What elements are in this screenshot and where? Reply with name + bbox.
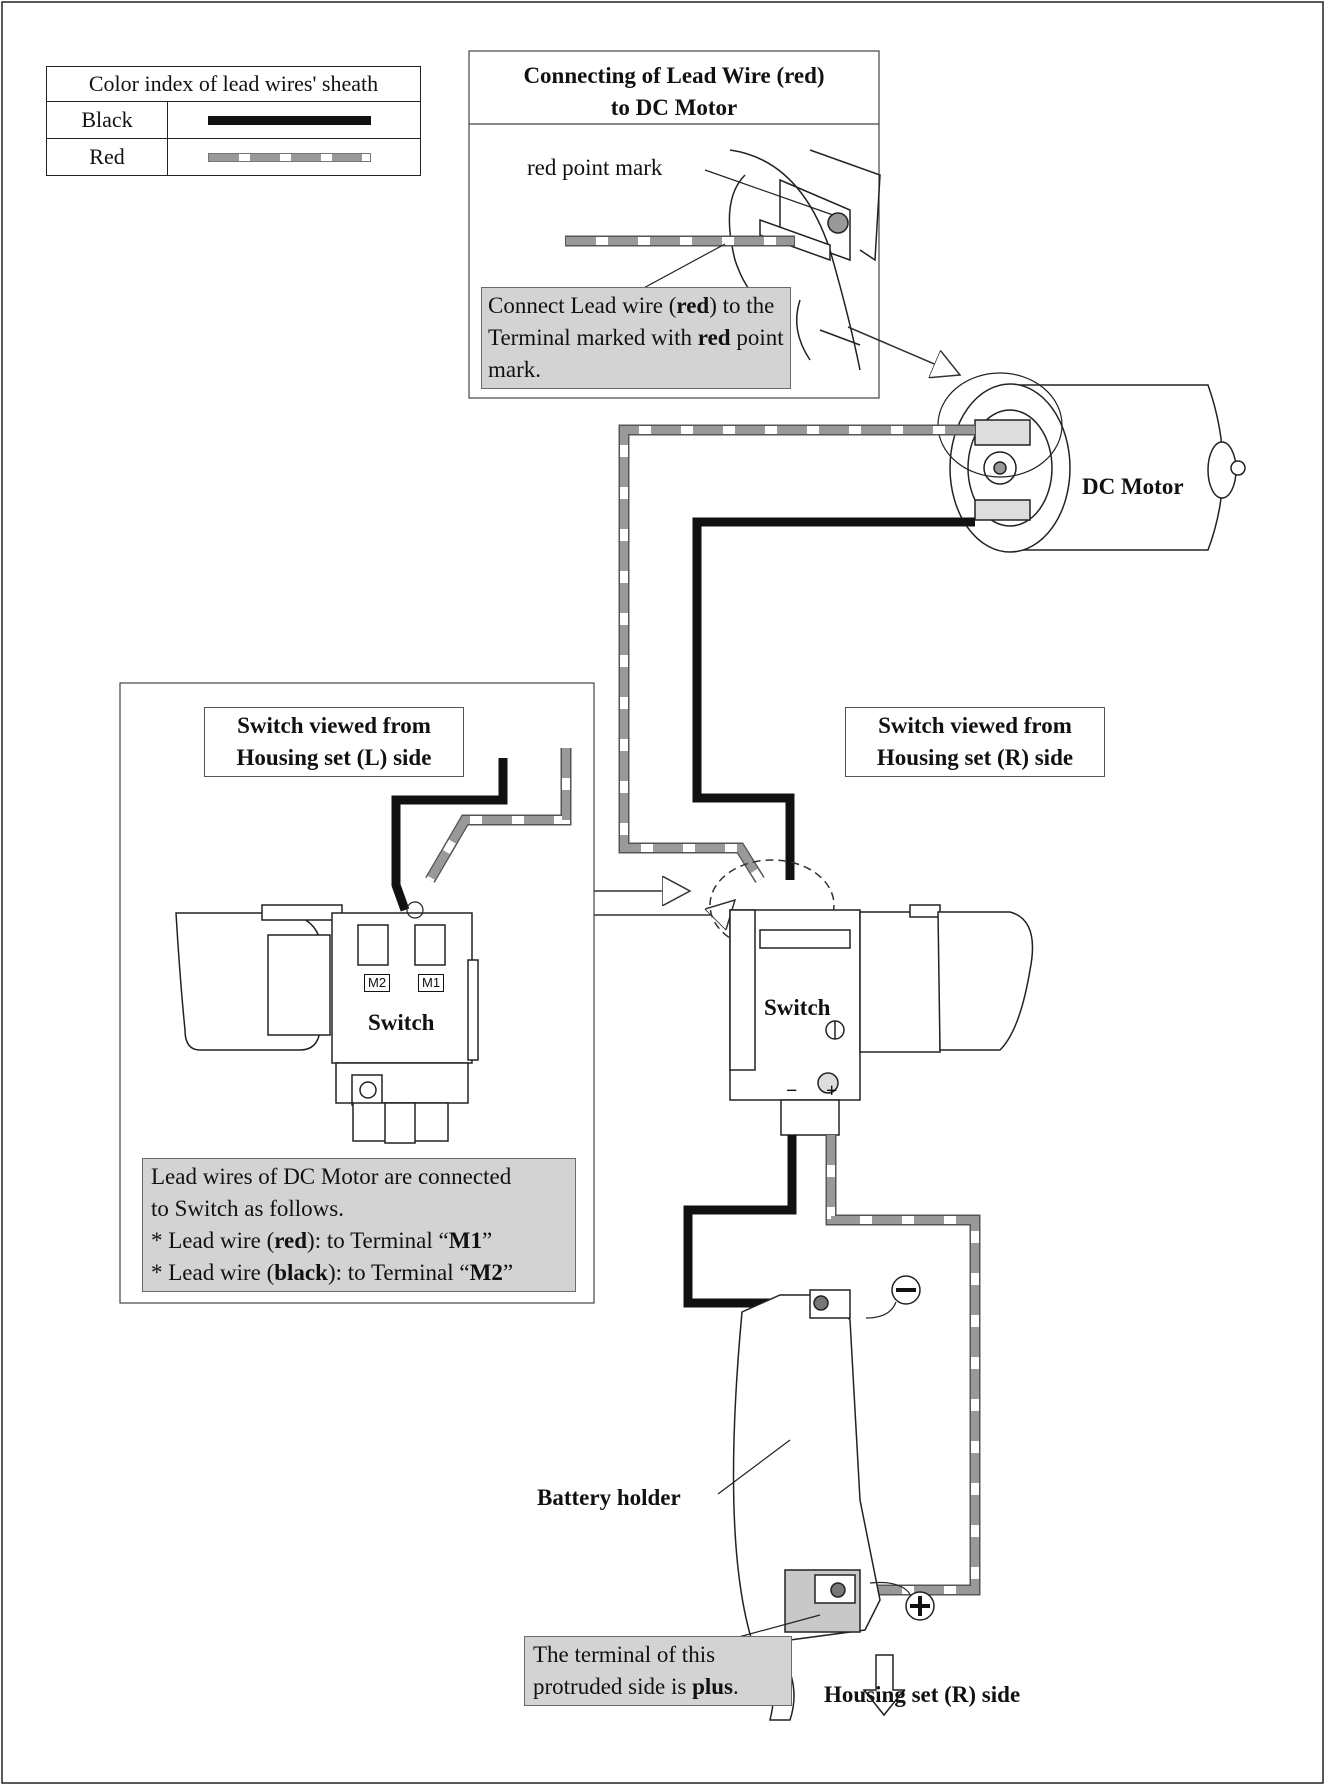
left-title-line2: Housing set (L) side (236, 745, 432, 770)
connect-note-part1: Connect Lead wire ( (488, 293, 677, 318)
right-switch-body (729, 904, 1034, 1136)
plus-note-line2-b: plus (692, 1674, 733, 1699)
dc-motor-label: DC Motor (1082, 474, 1184, 499)
left-note-line3-c: ): to Terminal “ (307, 1228, 449, 1253)
right-switch-label: Switch (764, 995, 831, 1020)
connect-title-line2: to DC Motor (610, 95, 738, 120)
left-note-line3-b: red (274, 1228, 308, 1253)
legend-name-red: Red (46, 138, 168, 176)
connect-note-bold1: red (676, 293, 710, 318)
plus-note-line1: The terminal of this (533, 1642, 716, 1667)
left-note-line3-a: * Lead wire ( (151, 1228, 275, 1253)
connect-note: Connect Lead wire (red) to the Terminal … (481, 287, 791, 389)
black-swatch-line (208, 116, 371, 125)
left-switch-label: Switch (368, 1010, 435, 1035)
battery-holder (732, 1289, 881, 1721)
plus-note-line2-a: protruded side is (533, 1674, 693, 1699)
left-note-line4-a: * Lead wire ( (151, 1260, 275, 1285)
red-wire-motor-to-switch (618, 424, 975, 883)
plus-note-line2-c: . (733, 1674, 739, 1699)
right-title-line1: Switch viewed from (878, 713, 1072, 738)
red-swatch-line (208, 153, 371, 162)
legend-swatch-red (167, 138, 421, 176)
left-note-line3-e: ” (481, 1228, 493, 1253)
terminal-m1-label: M1 (418, 974, 445, 992)
left-note-line3: * Lead wire (red): to Terminal “M1” (151, 1225, 567, 1257)
arrow-lower-to-right (594, 900, 735, 915)
battery-label-leader (717, 1439, 791, 1495)
connect-note-part2: ) to the Terminal marked with (488, 293, 775, 350)
left-note-line3-d: M1 (448, 1228, 482, 1253)
legend-name-black: Black (46, 101, 168, 139)
left-title-line1: Switch viewed from (237, 713, 431, 738)
note-leader (639, 243, 726, 291)
left-note-line4-c: ): to Terminal “ (327, 1260, 470, 1285)
legend-swatch-black (167, 101, 421, 139)
connect-box-title: Connecting of Lead Wire (red) to DC Moto… (470, 60, 878, 124)
left-black-wire (391, 758, 508, 912)
minus-terminal-sign: − (786, 1080, 798, 1102)
legend-header: Color index of lead wires' sheath (46, 66, 421, 102)
left-switch-body (175, 904, 479, 1144)
battery-holder-label: Battery holder (537, 1485, 681, 1510)
left-box-title: Switch viewed from Housing set (L) side (204, 707, 464, 777)
point-label-leader (704, 169, 834, 216)
wire-color-legend: Color index of lead wires' sheath Black … (46, 66, 421, 176)
plus-terminal-sign: + (826, 1080, 838, 1102)
terminal-m2-label: M2 (364, 974, 391, 992)
housing-r-side-label: Housing set (R) side (824, 1682, 1021, 1707)
left-switch-joint-ring (406, 901, 424, 919)
black-wire-switch-to-battery (683, 1135, 826, 1308)
arrow-to-motor (847, 326, 960, 375)
left-note-line1: Lead wires of DC Motor are connected (151, 1164, 512, 1189)
housing-r-arrow-icon (862, 1654, 906, 1717)
left-note-line2: to Switch as follows. (151, 1196, 344, 1221)
left-note-line4-e: ” (502, 1260, 514, 1285)
right-title: Switch viewed from Housing set (R) side (845, 707, 1105, 777)
right-title-line2: Housing set (R) side (876, 745, 1074, 770)
connect-note-part3: point mark. (488, 325, 784, 382)
left-note-line4: * Lead wire (black): to Terminal “M2” (151, 1257, 567, 1289)
black-wire-motor-to-switch (692, 517, 975, 880)
connect-note-bold2: red (697, 325, 731, 350)
red-point-mark-label: red point mark (527, 155, 663, 180)
plus-note: The terminal of this protruded side is p… (524, 1636, 792, 1706)
left-note: Lead wires of DC Motor are connected to … (142, 1158, 576, 1292)
dc-motor (937, 372, 1246, 553)
connect-title-line1: Connecting of Lead Wire (red) (523, 63, 825, 88)
plus-note-leader (734, 1614, 821, 1639)
left-note-line4-d: M2 (469, 1260, 503, 1285)
plus-note-line2: protruded side is plus. (533, 1671, 783, 1703)
left-note-line4-b: black (274, 1260, 328, 1285)
